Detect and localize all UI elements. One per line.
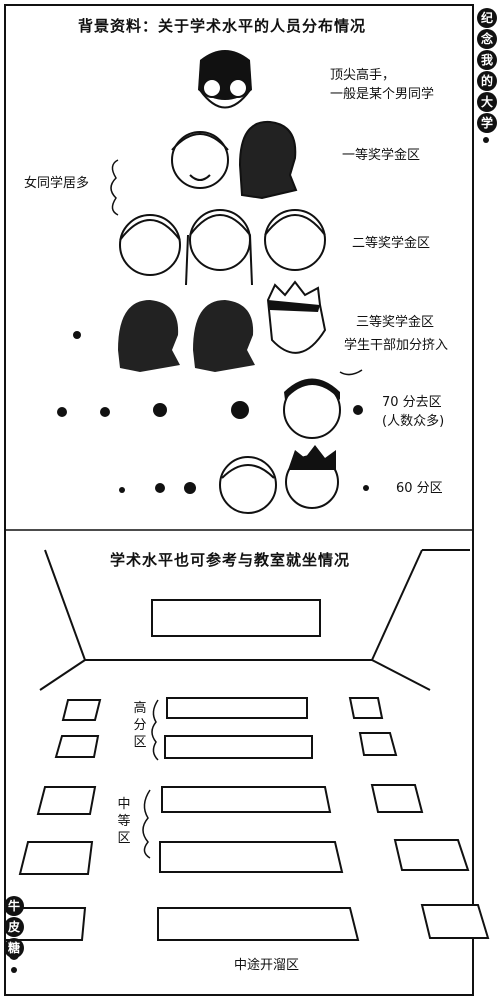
blackboard	[151, 599, 321, 637]
zone-middle-label: 中等区	[117, 797, 131, 846]
third-prize-boy	[266, 280, 327, 354]
banner-char-5: 大	[477, 92, 497, 112]
top-master-figure	[198, 50, 252, 109]
first-prize-silhouette	[238, 120, 298, 200]
seventy-boy	[283, 378, 341, 439]
label-top-master: 顶尖高手，	[330, 68, 396, 83]
zone-high-label: 高分区	[133, 701, 147, 750]
label-cadre-bonus: 学生干部加分挤入	[344, 338, 449, 353]
banner-char-6: 学	[477, 113, 497, 133]
bottom-title: 学术水平也可参考与教室就坐情况	[110, 551, 351, 569]
second-prize-girl-1	[119, 214, 181, 276]
label-seventy: 70 分去区	[382, 395, 442, 410]
label-third-prize: 三等奖学金区	[356, 315, 435, 330]
label-second-prize: 二等奖学金区	[352, 236, 431, 251]
sixty-boy-2	[285, 445, 339, 509]
first-prize-girl	[171, 131, 229, 189]
classroom-walls	[39, 549, 470, 691]
label-top-master-sub: 一般是某个男同学	[330, 87, 435, 102]
signature-char-2: 皮	[4, 917, 24, 937]
label-seventy-sub: (人数众多)	[382, 414, 445, 429]
sixty-boy-1	[219, 456, 277, 514]
signature-char-3: 糖	[4, 938, 24, 958]
label-sixty: 60 分区	[396, 481, 443, 496]
zone-slack-label: 中途开溜区	[234, 958, 300, 973]
second-prize-girl-3	[264, 209, 326, 271]
banner-char-1: 纪	[477, 8, 497, 28]
banner-char-2: 念	[477, 29, 497, 49]
top-title: 背景资料：关于学术水平的人员分布情况	[78, 17, 367, 35]
label-girls-majority: 女同学居多	[24, 176, 90, 191]
banner-char-3: 我	[477, 50, 497, 70]
signature-char-1: 牛	[4, 896, 24, 916]
second-prize-girl-2	[185, 209, 253, 286]
banner-char-4: 的	[477, 71, 497, 91]
label-first-prize: 一等奖学金区	[342, 148, 421, 163]
